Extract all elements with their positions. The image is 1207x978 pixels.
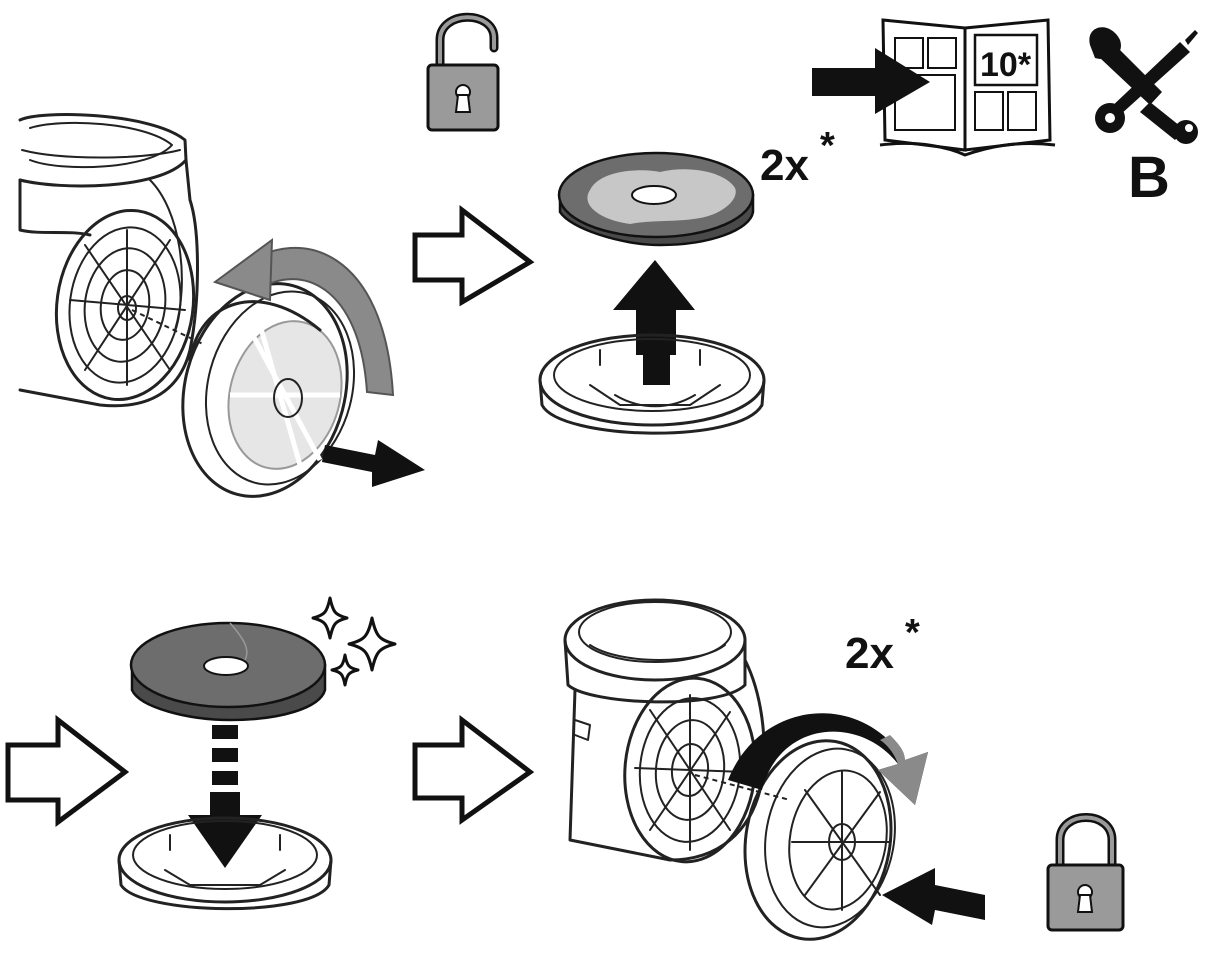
pull-out-arrow: [322, 440, 425, 487]
lift-up-arrow: [613, 260, 695, 355]
next-step-arrow: [412, 204, 535, 307]
step2-quantity-label: 2x *: [760, 125, 835, 190]
quantity-text-2: 2x: [845, 629, 894, 678]
blower-housing-2: [563, 598, 766, 864]
step4-quantity-label: 2x *: [845, 612, 920, 678]
filter-holder-tray-2: [117, 816, 333, 911]
charcoal-filter-pad: [557, 151, 755, 247]
manual-page-reference: 10*: [980, 46, 1032, 84]
grease-filter-cover: [181, 282, 356, 498]
quantity-text: 2x: [760, 141, 809, 190]
unlocked-padlock-icon: [426, 12, 500, 132]
grease-filter-cover-2: [743, 739, 896, 941]
push-in-arrow: [882, 868, 985, 925]
tool-category-label: B: [1128, 145, 1170, 210]
insert-down-arrow: [188, 725, 262, 868]
clean-sparkle-icon: [311, 596, 397, 687]
step2-remove-filter: [538, 151, 766, 435]
wrench-screwdriver-icon: [1089, 27, 1198, 144]
quantity-asterisk-2: *: [905, 612, 920, 654]
filter-holder-tray: [538, 333, 766, 435]
rotate-counterclockwise-arrow: [212, 237, 395, 397]
step4-refit-cover: [563, 598, 985, 941]
locked-padlock-icon: [1046, 813, 1125, 932]
next-step-arrow-3: [412, 714, 535, 825]
step1-remove-cover: [18, 113, 425, 498]
blower-housing: [18, 113, 199, 408]
step3-insert-filter: [117, 596, 397, 911]
see-manual-arrow: [812, 48, 930, 114]
quantity-asterisk: *: [820, 125, 835, 167]
new-charcoal-filter-pad: [129, 621, 327, 722]
next-step-arrow-2: [5, 714, 130, 827]
rotate-clockwise-arrow: [728, 713, 928, 805]
